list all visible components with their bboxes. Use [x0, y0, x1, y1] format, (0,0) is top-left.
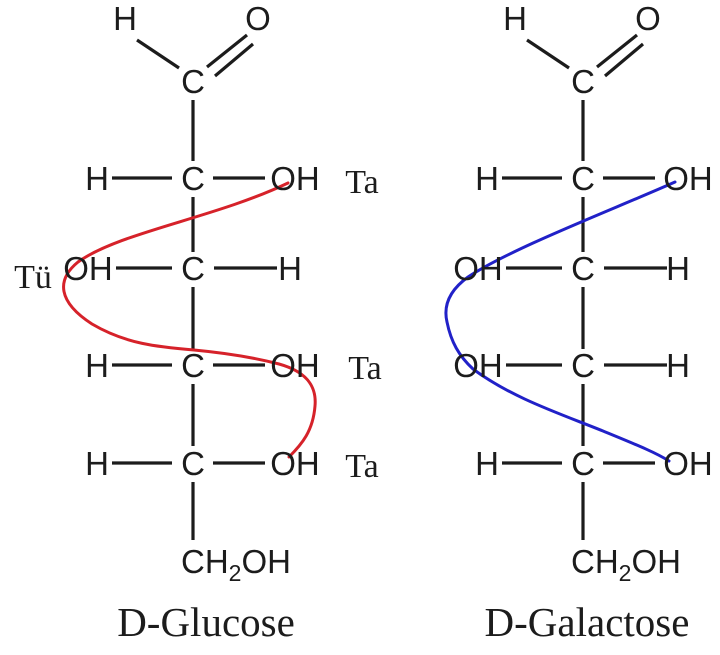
galactose-c3-left: OH — [453, 250, 503, 287]
glucose-annotation-c2: Ta — [345, 164, 379, 201]
galactose-aldehyde-h: H — [503, 0, 527, 37]
bond — [136, 38, 180, 70]
galactose-structure: H O C H C OH OH C H OH C H H C OH CH2OH … — [444, 0, 713, 645]
galactose-ch2oh: CH2OH — [571, 543, 681, 586]
galactose-c5: C — [571, 445, 595, 482]
galactose-bonds — [502, 33, 667, 540]
bond-double-1 — [206, 33, 248, 69]
glucose-c4-left: H — [85, 347, 109, 384]
bond-double-2 — [213, 42, 255, 78]
glucose-caption: D-Glucose — [117, 599, 295, 645]
galactose-caption: D-Galactose — [485, 599, 690, 645]
glucose-bonds — [112, 33, 277, 540]
bond-double-1 — [596, 33, 638, 69]
galactose-c2-left: H — [475, 160, 499, 197]
galactose-c4-right: H — [666, 347, 690, 384]
ch2oh-subscript: 2 — [619, 560, 632, 586]
glucose-c3-left: OH — [63, 250, 113, 287]
ch2oh-tail: OH — [631, 543, 681, 580]
galactose-aldehyde-o: O — [635, 0, 661, 37]
glucose-c5-left: H — [85, 445, 109, 482]
galactose-c1: C — [571, 63, 595, 100]
ch2oh-main: CH — [181, 543, 229, 580]
galactose-c2: C — [571, 160, 595, 197]
glucose-aldehyde-o: O — [245, 0, 271, 37]
galactose-c3-right: H — [666, 250, 690, 287]
glucose-c3: C — [181, 250, 205, 287]
glucose-c5: C — [181, 445, 205, 482]
glucose-c2-left: H — [85, 160, 109, 197]
ch2oh-main: CH — [571, 543, 619, 580]
glucose-annotation-c5: Ta — [345, 448, 379, 485]
galactose-c2-right: OH — [663, 160, 713, 197]
galactose-c5-right: OH — [663, 445, 713, 482]
glucose-c4: C — [181, 347, 205, 384]
glucose-c5-right: OH — [270, 445, 320, 482]
galactose-chirality-curve — [444, 180, 677, 463]
glucose-c2-right: OH — [270, 160, 320, 197]
glucose-structure: H O C H C OH OH C H H C OH H C OH CH2OH … — [14, 0, 382, 645]
bond-double-2 — [603, 42, 645, 78]
glucose-c2: C — [181, 160, 205, 197]
glucose-c3-right: H — [278, 250, 302, 287]
ch2oh-tail: OH — [241, 543, 291, 580]
glucose-aldehyde-h: H — [113, 0, 137, 37]
galactose-c4: C — [571, 347, 595, 384]
bond — [526, 38, 570, 70]
glucose-chirality-curve — [62, 181, 317, 459]
ch2oh-subscript: 2 — [229, 560, 242, 586]
glucose-annotation-c4: Ta — [348, 350, 382, 387]
galactose-c4-left: OH — [453, 347, 503, 384]
galactose-c5-left: H — [475, 445, 499, 482]
glucose-ch2oh: CH2OH — [181, 543, 291, 586]
glucose-c1: C — [181, 63, 205, 100]
galactose-c3: C — [571, 250, 595, 287]
glucose-c4-right: OH — [270, 347, 320, 384]
glucose-annotation-c3: Tü — [14, 259, 52, 296]
